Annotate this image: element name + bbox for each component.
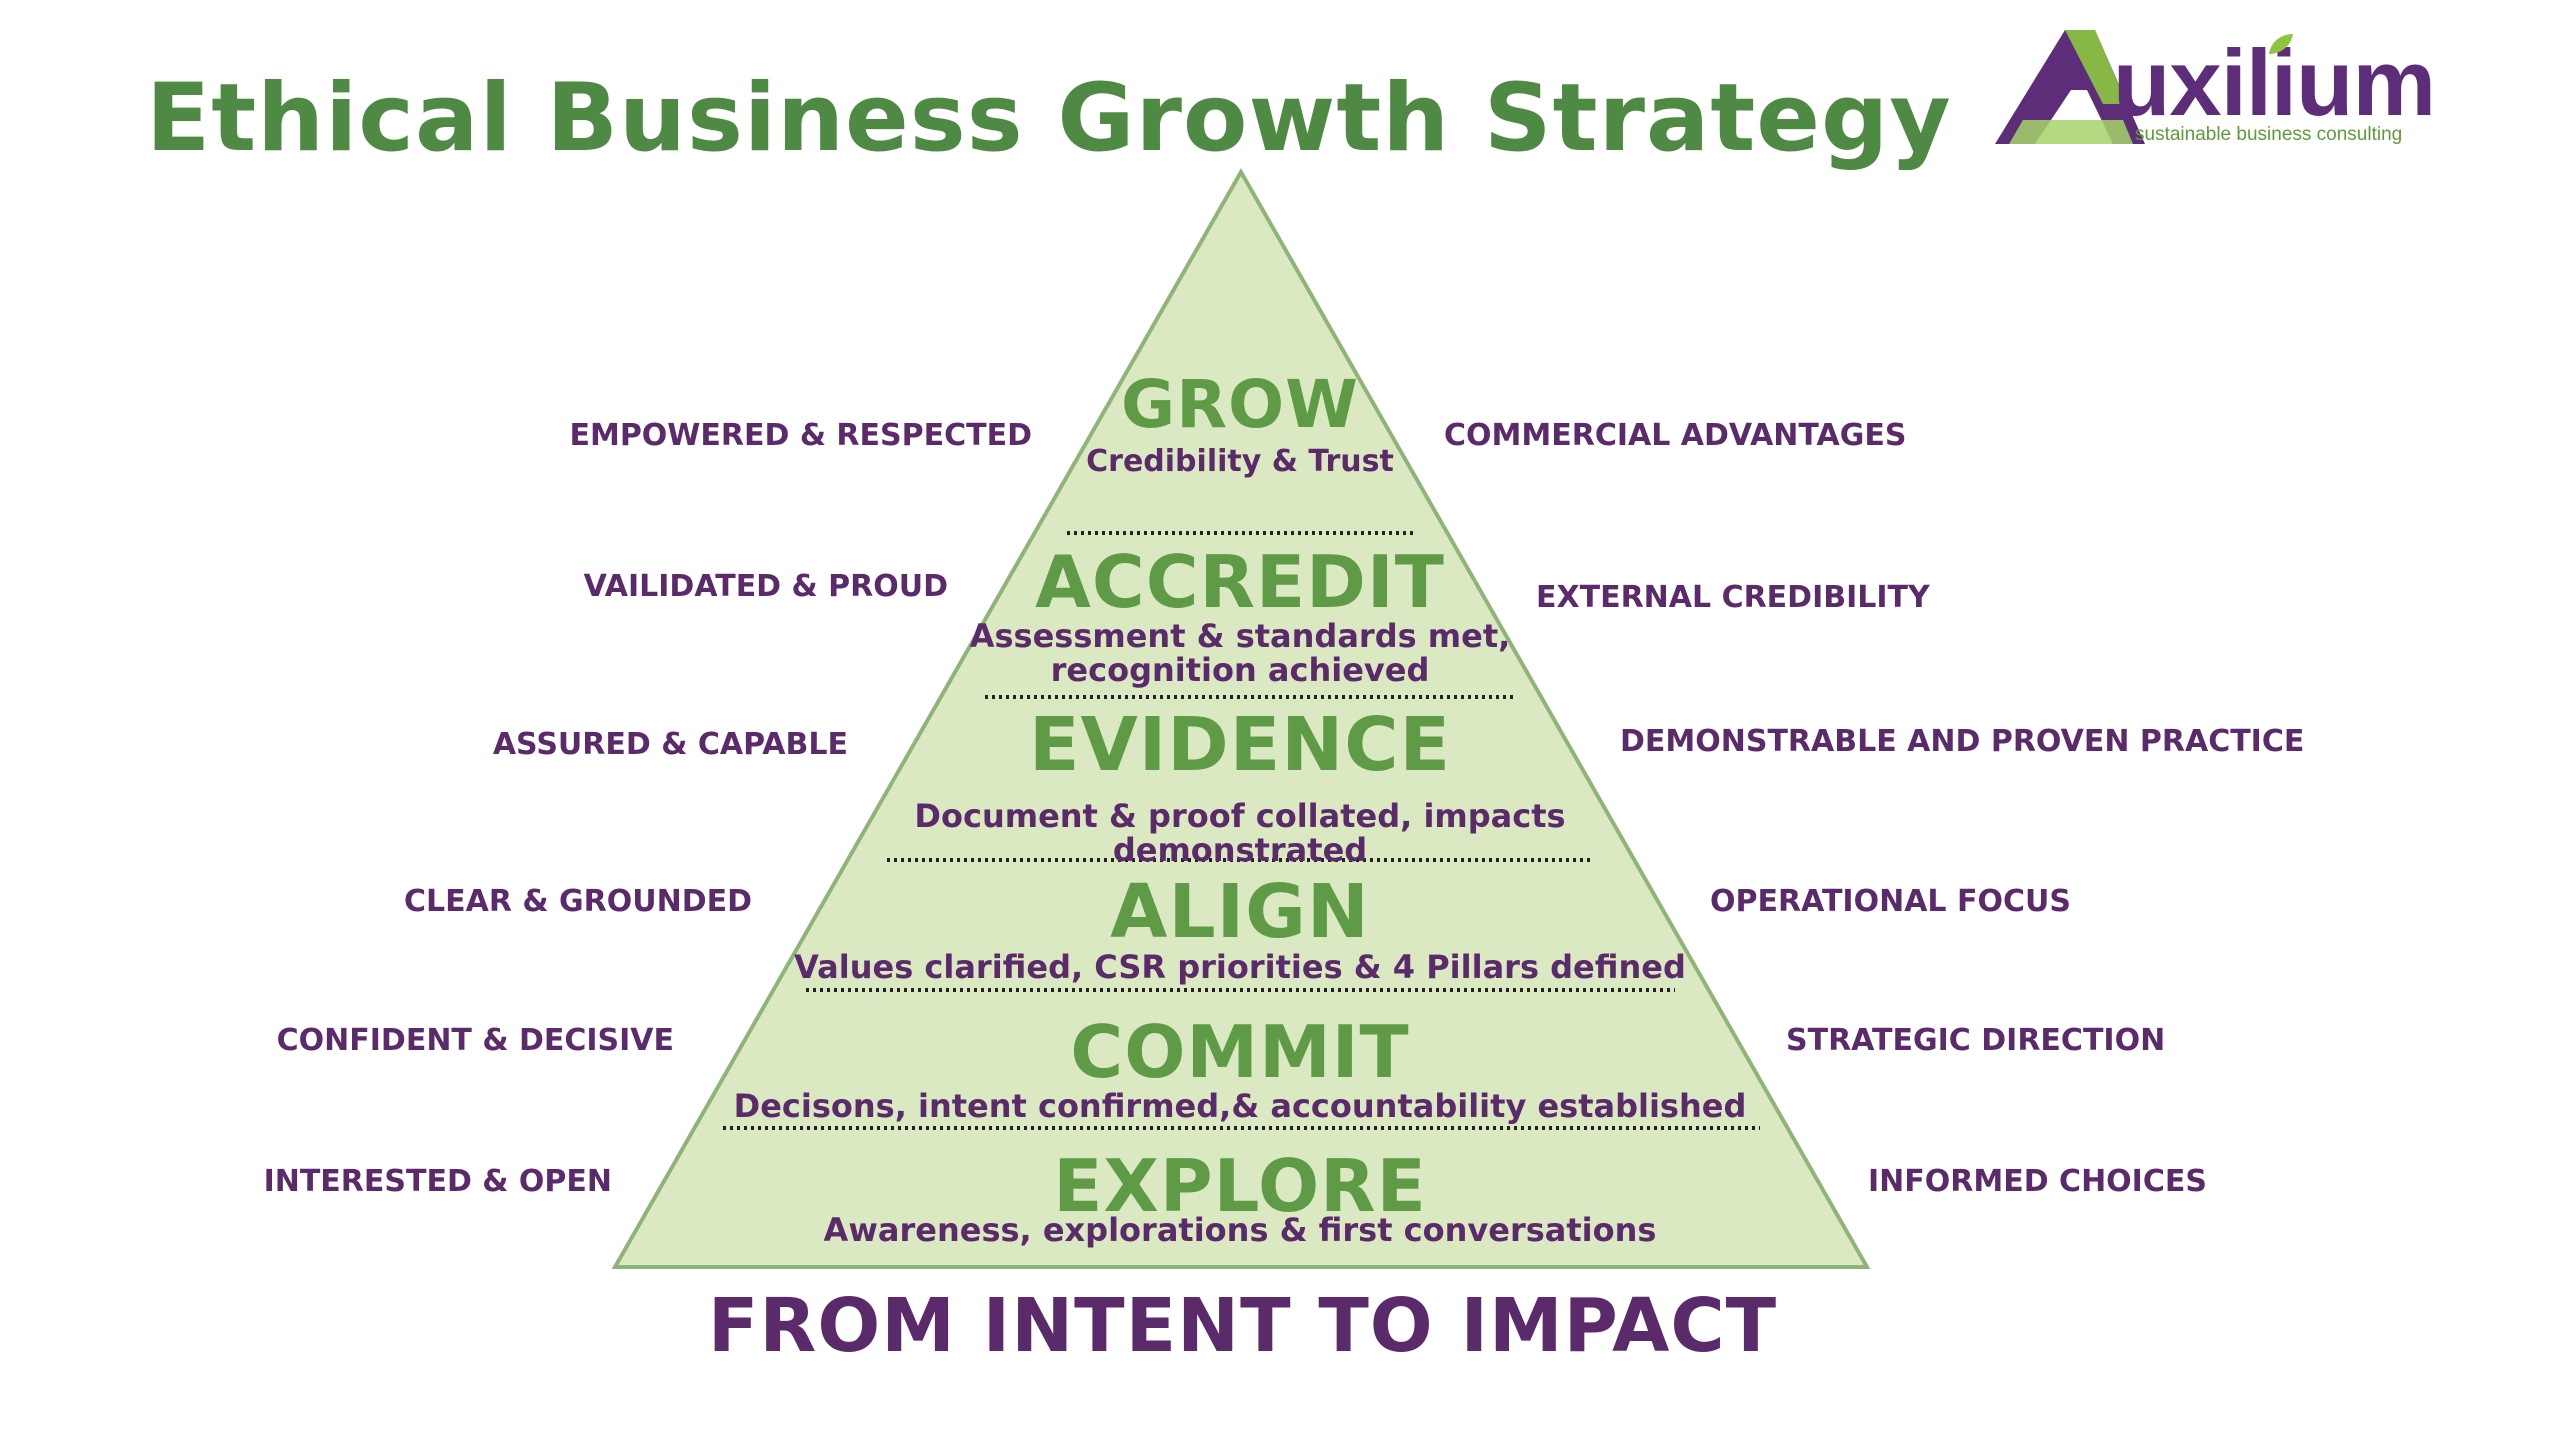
left-label-commit: CONFIDENT & DECISIVE (276, 1023, 674, 1058)
left-label-evidence: ASSURED & CAPABLE (492, 727, 848, 762)
right-label-accredit: EXTERNAL CREDIBILITY (1536, 580, 1930, 615)
page-title: Ethical Business Growth Strategy (146, 64, 1952, 173)
right-label-align: OPERATIONAL FOCUS (1710, 884, 2071, 919)
tier-explore: EXPLORE Awareness, explorations & first … (0, 1150, 2480, 1248)
left-label-grow: EMPOWERED & RESPECTED (569, 418, 1032, 453)
tier-grow: GROW Credibility & Trust (0, 372, 2480, 478)
tier-name: ALIGN (1110, 869, 1370, 955)
left-label-explore: INTERESTED & OPEN (263, 1164, 612, 1199)
right-label-grow: COMMERCIAL ADVANTAGES (1444, 418, 1907, 453)
tier-description: Decisons, intent confirmed,& accountabil… (733, 1087, 1747, 1125)
tier-description-line: Document & proof collated, impacts (914, 797, 1566, 835)
tier-name: ACCREDIT (1035, 540, 1445, 624)
right-label-explore: INFORMED CHOICES (1868, 1164, 2207, 1199)
tier-description: Values clarified, CSR priorities & 4 Pil… (794, 948, 1686, 986)
tier-description: Awareness, explorations & first conversa… (823, 1211, 1657, 1249)
tier-description-line: recognition achieved (1050, 650, 1430, 689)
left-label-align: CLEAR & GROUNDED (404, 884, 752, 919)
auxilium-logo: uxilium sustainable business consulting (1995, 24, 2445, 159)
right-label-evidence: DEMONSTRABLE AND PROVEN PRACTICE (1620, 724, 2305, 759)
footer-tagline: FROM INTENT TO IMPACT (707, 1283, 1778, 1369)
right-label-commit: STRATEGIC DIRECTION (1786, 1023, 2166, 1058)
tier-evidence: EVIDENCE Document & proof collated, impa… (0, 708, 2480, 867)
logo-tagline: sustainable business consulting (2135, 124, 2403, 145)
tier-description-line: Assessment & standards met, (969, 617, 1511, 655)
tier-name: EVIDENCE (1028, 702, 1452, 788)
left-label-accredit: VAILIDATED & PROUD (583, 569, 948, 604)
tier-description-line: demonstrated (1112, 830, 1368, 869)
tier-commit: COMMIT Decisons, intent confirmed,& acco… (0, 1016, 2480, 1124)
logo-a-icon (1995, 30, 2145, 144)
pyramid-shape (611, 167, 1871, 1269)
tier-name: GROW (1121, 366, 1359, 443)
tier-accredit: ACCREDIT Assessment & standards met, rec… (0, 546, 2480, 687)
tier-align: ALIGN Values clarified, CSR priorities &… (0, 875, 2480, 985)
tier-name: COMMIT (1070, 1010, 1410, 1094)
tier-name: EXPLORE (1053, 1144, 1427, 1228)
leaf-icon (2269, 34, 2293, 54)
tier-description: Credibility & Trust (1086, 444, 1394, 479)
